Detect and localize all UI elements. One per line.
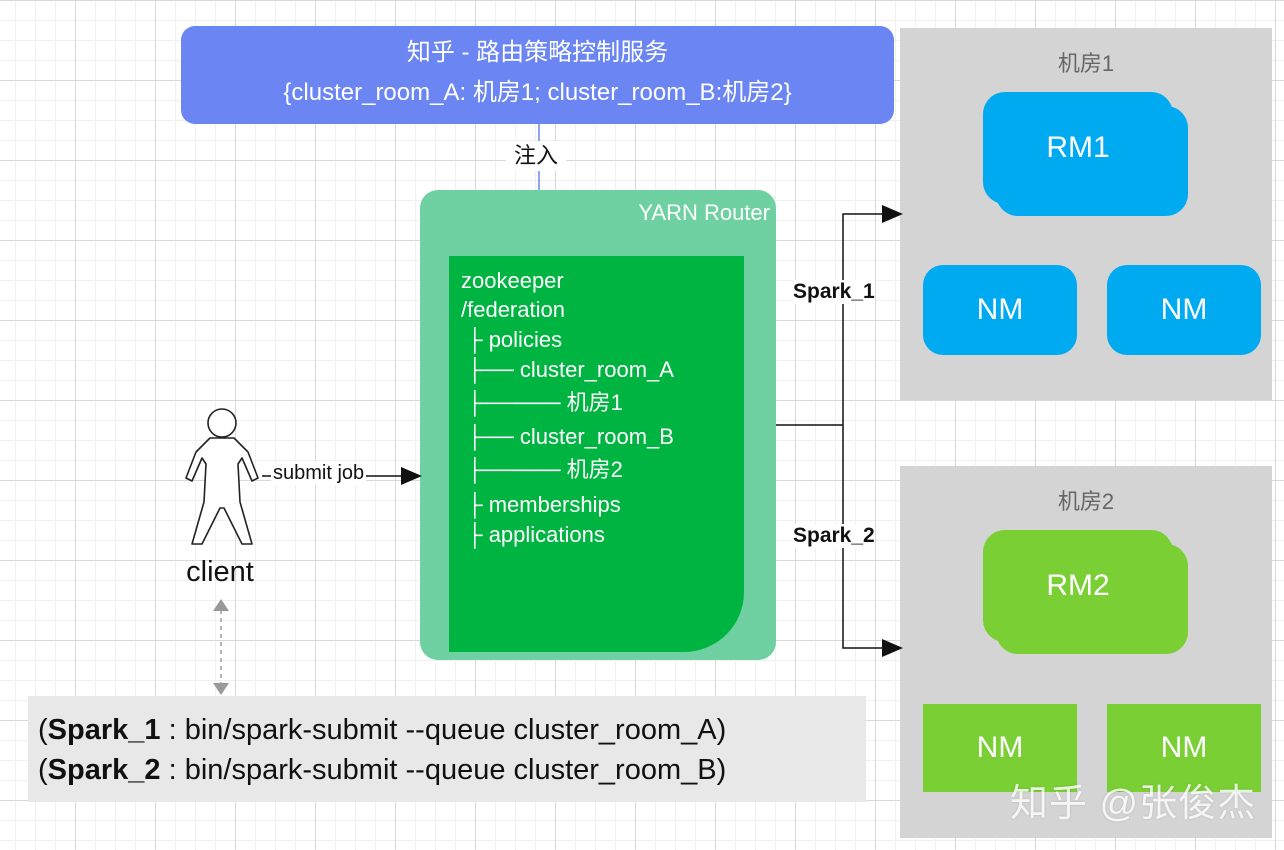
- room1-container: 机房1 RM1 NM NM: [900, 28, 1272, 400]
- room1-nm-right: NM: [1107, 265, 1261, 355]
- nm-label: NM: [976, 293, 1024, 326]
- room2-title: 机房2: [1057, 489, 1115, 514]
- nm-label: NM: [1160, 731, 1208, 764]
- room1-nm-left: NM: [923, 265, 1077, 355]
- client-person-icon: [185, 408, 259, 545]
- open-paren: (: [38, 714, 48, 746]
- room1-title: 机房1: [1057, 51, 1115, 76]
- client-label: client: [186, 556, 254, 588]
- inject-label: 注入: [506, 141, 566, 171]
- open-paren: (: [38, 754, 48, 786]
- room2-nm-right: NM: [1107, 704, 1261, 792]
- spark1-route-label: Spark_1: [793, 280, 875, 304]
- zk-tree-line: ├── cluster_room_B: [467, 424, 674, 449]
- room2-nm-left: NM: [923, 704, 1077, 792]
- rm2-node: RM2: [983, 530, 1173, 642]
- zk-tree-line: zookeeper: [461, 268, 564, 293]
- command-text: : bin/spark-submit --queue cluster_room_…: [160, 714, 727, 746]
- zk-tree-line: ├───── 机房1: [467, 390, 623, 415]
- rm2-label: RM2: [1046, 569, 1110, 602]
- command-job-name: Spark_2: [47, 754, 161, 786]
- zk-tree-line: ├ applications: [467, 522, 605, 547]
- command-job-name: Spark_1: [47, 714, 161, 746]
- zookeeper-panel: zookeeper /federation ├ policies ├── clu…: [449, 256, 744, 652]
- submit-commands-box: (Spark_1 : bin/spark-submit --queue clus…: [28, 696, 866, 802]
- command-line-1: (Spark_1 : bin/spark-submit --queue clus…: [38, 710, 866, 750]
- nm-label: NM: [1160, 293, 1208, 326]
- yarn-router-label: YARN Router: [638, 200, 770, 225]
- zk-tree-line: ├── cluster_room_A: [467, 357, 674, 382]
- rm1-label: RM1: [1046, 131, 1110, 164]
- zk-tree-line: ├ policies: [467, 327, 563, 352]
- routing-policy-service-box: 知乎 - 路由策略控制服务 {cluster_room_A: 机房1; clus…: [181, 26, 894, 124]
- command-text: : bin/spark-submit --queue cluster_room_…: [160, 754, 727, 786]
- room2-container: 机房2 RM2 NM NM: [900, 466, 1272, 838]
- policy-service-mapping: {cluster_room_A: 机房1; cluster_room_B:机房2…: [283, 79, 792, 106]
- zk-tree-line: /federation: [461, 297, 565, 322]
- zk-tree-line: ├───── 机房2: [467, 457, 623, 482]
- nm-label: NM: [976, 731, 1024, 764]
- zk-tree-line: ├ memberships: [467, 492, 621, 517]
- rm1-node: RM1: [983, 92, 1173, 204]
- command-line-2: (Spark_2 : bin/spark-submit --queue clus…: [38, 750, 866, 790]
- submit-job-label: submit job: [271, 462, 367, 485]
- spark2-route-label: Spark_2: [793, 524, 875, 548]
- watermark: 知乎 @张俊杰: [1010, 783, 1257, 825]
- policy-service-title: 知乎 - 路由策略控制服务: [406, 39, 669, 66]
